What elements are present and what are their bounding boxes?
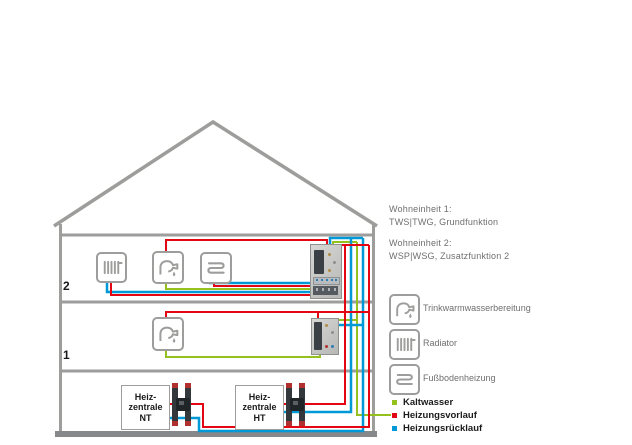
pump-group-nt	[169, 383, 197, 427]
pipe-kaltwasser-floor2-tap	[165, 279, 323, 296]
faucet-glyph	[396, 302, 415, 318]
radiator-glyph	[396, 337, 416, 352]
radiator-icon	[389, 329, 420, 360]
faucet-icon	[152, 251, 184, 284]
hz-nt-line2: zentrale	[128, 402, 163, 413]
legend-label-ruecklauf: Heizungsrücklauf	[403, 423, 483, 434]
legend-label-trinkwarmwasser: Trinkwarmwasserbereitung	[423, 303, 531, 313]
flat-station-floor2	[310, 244, 342, 299]
pipe-kaltwasser-floor1-tap	[165, 346, 321, 358]
unit1-desc: TWS|TWG, Grundfunktion	[389, 217, 499, 227]
hz-ht-line3: HT	[253, 412, 266, 423]
legend-label-fussbodenheizung: Fußbodenheizung	[423, 373, 496, 383]
faucet-glyph	[159, 260, 179, 277]
radiator-icon	[96, 252, 127, 283]
pipe-kaltwasser-riser	[356, 242, 391, 416]
hz-ht-line1: Heiz-	[248, 391, 271, 402]
ruecklauf-bullet	[392, 426, 397, 431]
pipe-vorlauf-floor2-tap	[165, 239, 328, 252]
hz-nt-line1: Heiz-	[134, 391, 157, 402]
hz-nt-line3: NT	[139, 412, 152, 423]
roof-outline	[53, 119, 378, 228]
heizzentrale-ht-box: Heiz- zentrale HT	[235, 385, 284, 430]
flat-station-floor1	[311, 318, 339, 355]
floor-heating-icon	[389, 364, 420, 395]
unit1-title: Wohneinheit 1:	[389, 204, 452, 214]
legend-label-vorlauf: Heizungsvorlauf	[403, 410, 477, 421]
vorlauf-bullet	[392, 413, 397, 418]
floor-heating-icon	[200, 252, 232, 284]
heizzentrale-nt-box: Heiz- zentrale NT	[121, 385, 170, 430]
unit2-title: Wohneinheit 2:	[389, 238, 452, 248]
faucet-glyph	[159, 326, 179, 343]
hz-ht-line2: zentrale	[242, 402, 277, 413]
pipe-vorlauf-floor1	[165, 311, 369, 318]
legend-label-kaltwasser: Kaltwasser	[403, 397, 454, 408]
floor-heating-glyph	[207, 262, 225, 274]
pipe-ht-ruecklauf	[282, 238, 353, 414]
floor1-number: 1	[63, 348, 70, 362]
floor2-number: 2	[63, 279, 70, 293]
unit2-desc: WSP|WSG, Zusatzfunktion 2	[389, 251, 510, 261]
radiator-glyph	[103, 260, 123, 275]
house-structure	[53, 119, 378, 434]
floor-heating-glyph	[396, 373, 413, 386]
kaltwasser-bullet	[392, 400, 397, 405]
pipe-radiator-vorlauf	[110, 278, 329, 296]
faucet-icon	[389, 294, 420, 325]
pump-group-ht	[283, 383, 311, 427]
pipe-ruecklauf-floor2-top	[328, 236, 363, 246]
ground-band	[55, 431, 377, 437]
faucet-icon	[152, 317, 184, 351]
legend-label-radiator: Radiator	[423, 338, 458, 348]
pipe-nt-vorlauf	[168, 245, 370, 428]
vorlauf-pipes	[110, 239, 370, 428]
